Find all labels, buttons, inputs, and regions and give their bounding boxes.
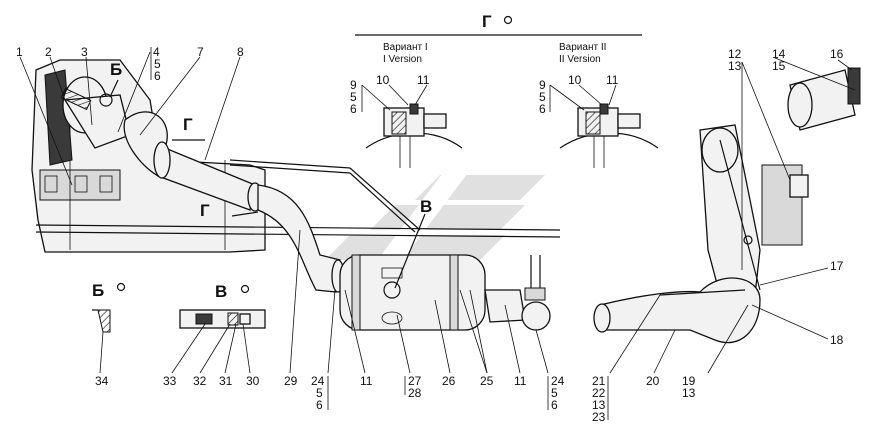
detail-v: [179, 309, 266, 329]
callout-3: 3: [81, 45, 88, 59]
callout-19: 19: [682, 374, 696, 388]
callout-5: 5: [154, 57, 161, 71]
manufacturer-watermark-logo: [325, 170, 545, 270]
callout-g1-11: 11: [417, 73, 430, 87]
variant-2-ru-label: Вариант II: [559, 42, 606, 53]
callout-13-right: 13: [682, 386, 696, 400]
callout-31: 31: [219, 374, 233, 388]
callout-24-right: 24: [551, 374, 565, 388]
view-g-marker: [503, 15, 513, 25]
callout-g1-10: 10: [376, 73, 390, 87]
callout-24-left: 24: [311, 374, 325, 388]
callout-15: 15: [772, 59, 786, 73]
callout-1: 1: [16, 45, 23, 59]
callout-26: 26: [442, 374, 456, 388]
view-g-detail-i: [365, 103, 463, 168]
callout-30: 30: [246, 374, 260, 388]
callout-labels: Г Вариант I I Version Вариант II II Vers…: [16, 12, 844, 424]
callout-16: 16: [830, 47, 844, 61]
muffler-26: [339, 254, 486, 331]
callout-13-top: 13: [728, 59, 742, 73]
callout-25: 25: [480, 374, 494, 388]
turbocharger: [44, 69, 131, 166]
callout-2: 2: [45, 45, 52, 59]
variant-1-en-label: I Version: [383, 54, 422, 65]
callout-6-bottom-right: 6: [551, 398, 558, 412]
callout-8: 8: [237, 45, 244, 59]
callout-g1-9: 9: [350, 78, 357, 92]
variant-2-en-label: II Version: [559, 54, 601, 65]
callout-22: 22: [592, 386, 606, 400]
callout-11-right: 11: [514, 374, 527, 388]
callout-11-left: 11: [360, 374, 373, 388]
callout-6-bottom-left: 6: [316, 398, 323, 412]
callout-4: 4: [153, 45, 160, 59]
callout-6: 6: [154, 69, 161, 83]
callout-17: 17: [830, 259, 844, 273]
muffler-outlet-elbow: [484, 255, 551, 331]
callout-20: 20: [646, 374, 660, 388]
callout-33: 33: [163, 374, 177, 388]
view-g-arrow-label-lower: Г: [200, 201, 210, 220]
callout-14: 14: [772, 47, 786, 61]
callout-g1-6: 6: [350, 102, 357, 116]
leader-lines: [19, 47, 856, 420]
callout-g2-5: 5: [539, 90, 546, 104]
callout-5-bottom-right: 5: [551, 386, 558, 400]
callout-27: 27: [408, 374, 422, 388]
callout-18: 18: [830, 333, 844, 347]
callout-g1-5: 5: [350, 90, 357, 104]
callout-g2-9: 9: [539, 78, 546, 92]
vertical-exhaust-assembly: [593, 67, 861, 344]
detail-b: [92, 309, 111, 333]
callout-29: 29: [284, 374, 298, 388]
callout-21: 21: [592, 374, 606, 388]
callout-23: 23: [592, 410, 606, 424]
callout-28: 28: [408, 386, 422, 400]
callout-12: 12: [728, 47, 742, 61]
callout-g2-6: 6: [539, 102, 546, 116]
view-v-arrow-label: В: [420, 197, 432, 216]
callout-g2-11: 11: [606, 73, 619, 87]
callout-7: 7: [197, 45, 204, 59]
view-g-detail-ii: [559, 103, 659, 168]
view-g-title: Г: [482, 12, 492, 31]
view-g-arrow-label-upper: Г: [183, 115, 193, 134]
callout-32: 32: [193, 374, 207, 388]
detail-b-title: Б: [92, 281, 104, 300]
callout-13-bottom: 13: [592, 398, 606, 412]
exhaust-pipe-8: [123, 111, 263, 212]
callout-g2-10: 10: [568, 73, 582, 87]
flexible-pipe-29: [257, 184, 345, 293]
detail-v-title: В: [215, 282, 227, 301]
variant-1-ru-label: Вариант I: [383, 42, 428, 53]
callout-5-bottom-left: 5: [316, 386, 323, 400]
callout-34: 34: [95, 374, 109, 388]
view-b-arrow-label: Б: [110, 60, 122, 79]
